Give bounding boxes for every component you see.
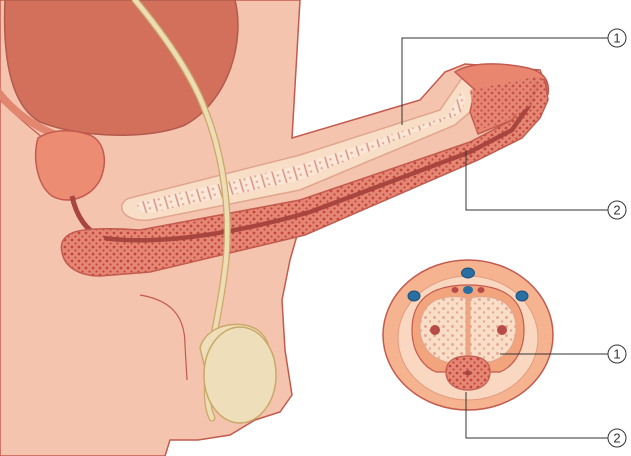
deep-artery-right [497,325,507,335]
deep-artery-left [430,325,440,335]
dorsal-artery-right [478,287,485,293]
callout-number: 1 [613,31,620,46]
callout-number: 2 [613,203,620,218]
callout-badge-2-mid: 2 [608,201,626,219]
callout-badge-2-bottom: 2 [608,429,626,447]
callout-number: 2 [613,431,620,446]
callout-badge-1-top: 1 [608,29,626,47]
callout-badge-1-lower: 1 [608,345,626,363]
callout-number: 1 [613,347,620,362]
testis [204,327,276,423]
urethra-section [465,371,472,376]
callout-line-2-mid [466,150,608,210]
superficial-vein-right [516,291,528,301]
superficial-vein-left [408,291,420,301]
penis-cross-section [383,260,553,410]
dorsal-nerve [463,286,473,294]
dorsal-artery-left [452,287,459,293]
dorsal-vein [462,268,475,278]
